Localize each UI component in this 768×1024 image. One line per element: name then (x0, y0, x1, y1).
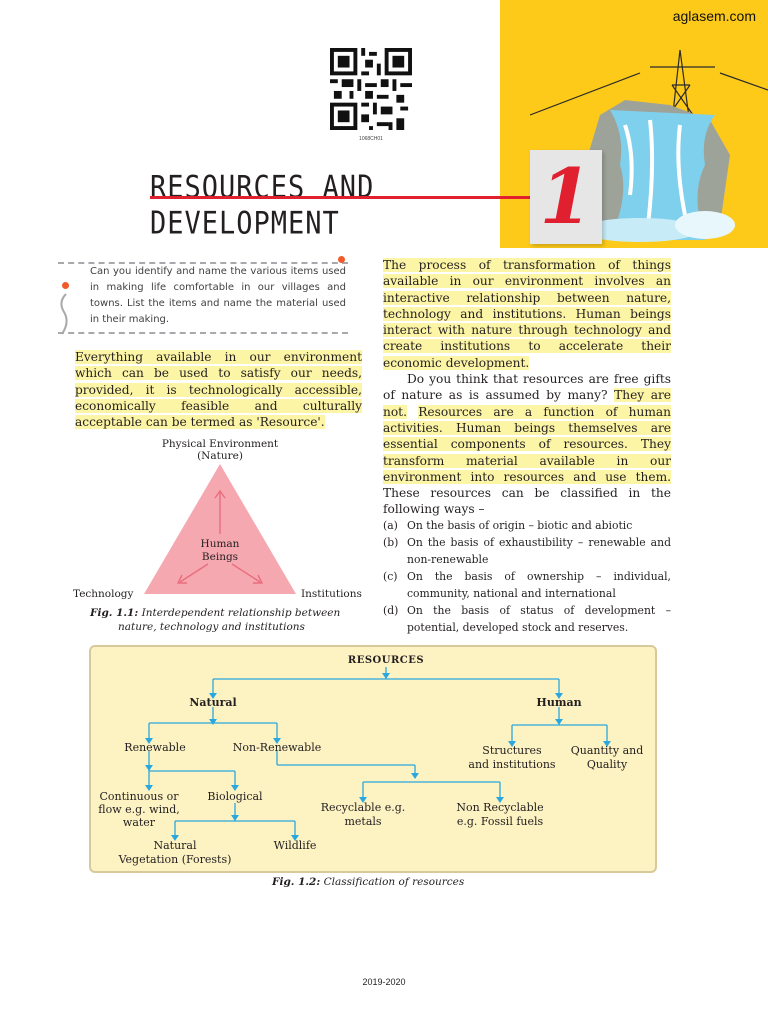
tree-arrowheads (145, 673, 611, 841)
node-wildlife: Wildlife (274, 839, 317, 852)
activity-box (58, 262, 348, 334)
free-gifts-question: Do you think that resources are free gif… (383, 372, 671, 403)
figure-1-caption-line2: nature, technology and institutions (118, 621, 305, 633)
transformation-paragraph: The process of transformation of things … (383, 257, 671, 371)
list-marker: (c) (383, 570, 398, 583)
list-item: (c) On the basis of ownership – individua… (383, 568, 671, 602)
waterfall-pylon-illustration (530, 49, 768, 242)
transformation-text: The process of transformation of things … (383, 258, 671, 370)
node-quality: Quality (587, 758, 628, 771)
list-marker: (a) (383, 519, 398, 532)
list-item-text: On the basis of ownership – individual, … (407, 570, 671, 600)
list-item: (b) On the basis of exhaustibility – rene… (383, 534, 671, 568)
qr-code-text: 1068CH01 (359, 136, 383, 142)
figure-1-number: Fig. 1.1: (90, 607, 139, 619)
figure-2-caption: Fig. 1.2: Classification of resources (272, 875, 572, 889)
node-continuous-line3: water (123, 816, 156, 829)
node-biological: Biological (207, 790, 263, 803)
node-structures-line2: and institutions (468, 758, 556, 771)
node-natural: Natural (189, 696, 236, 709)
node-natural-vegetation: Natural (153, 839, 197, 852)
label-human: Human (201, 538, 240, 550)
resource-definition: Everything available in our environment … (75, 349, 362, 430)
label-beings: Beings (202, 551, 238, 563)
node-recyclable: Recyclable e.g. (321, 801, 406, 814)
activity-dot-top (338, 256, 345, 263)
node-human: Human (536, 696, 581, 709)
figure-2-caption-text: Classification of resources (323, 876, 465, 888)
classification-chart-box (89, 645, 657, 873)
list-marker: (b) (383, 536, 399, 549)
node-continuous-line2: flow e.g. wind, (98, 803, 179, 816)
figure-1-caption: Fig. 1.1: Interdependent relationship be… (90, 606, 360, 634)
node-continuous: Continuous or (100, 790, 180, 803)
activity-bracket-icon (60, 293, 68, 335)
page-footer-year: 2019-2020 (362, 977, 406, 987)
figure-2-number: Fig. 1.2: (272, 876, 321, 888)
list-item-text: On the basis of origin – biotic and abio… (407, 519, 633, 532)
classification-tree-diagram: RESOURCES Natural Human Renewable Non-Re… (98, 655, 644, 866)
site-watermark: aglasem.com (672, 8, 756, 24)
resource-definition-text: Everything available in our environment … (75, 350, 362, 430)
classification-basis-list: (a) On the basis of origin – biotic and a… (383, 517, 671, 636)
chapter-number-card (530, 150, 602, 244)
interdependence-triangle-figure: Physical Environment (Nature) Human Bein… (73, 438, 362, 600)
activity-question: Can you identify and name the various it… (90, 266, 346, 325)
activity-dot-side (62, 282, 69, 289)
free-gifts-paragraph: Do you think that resources are free gif… (383, 371, 672, 518)
list-marker: (d) (383, 604, 399, 617)
label-technology: Technology (73, 588, 134, 600)
figure-1-caption-line1: Interdependent relationship between (141, 607, 341, 619)
node-natural-vegetation-line2: Vegetation (Forests) (118, 853, 232, 866)
list-item-text: On the basis of status of development – … (407, 604, 671, 634)
node-non-renewable: Non-Renewable (233, 741, 321, 754)
label-institutions: Institutions (301, 588, 362, 600)
node-renewable: Renewable (124, 741, 185, 754)
right-column-text: The process of transformation of things … (383, 257, 672, 518)
node-quantity: Quantity and (571, 744, 644, 757)
title-underline (150, 196, 530, 199)
chapter-number: 1 (539, 152, 593, 241)
label-physical-environment: Physical Environment (162, 438, 279, 450)
list-item: (a) On the basis of origin – biotic and a… (383, 517, 671, 534)
list-item: (d) On the basis of status of development… (383, 602, 671, 636)
node-recyclable-line2: metals (344, 815, 381, 828)
node-non-recyclable-line2: e.g. Fossil fuels (457, 815, 544, 828)
list-item-text: On the basis of exhaustibility – renewab… (407, 536, 671, 566)
chapter-title: RESOURCES AND DEVELOPMENT (150, 170, 375, 242)
label-nature: (Nature) (197, 450, 243, 462)
node-non-recyclable: Non Recyclable (456, 801, 543, 814)
node-resources: RESOURCES (348, 655, 424, 666)
qr-code[interactable] (330, 48, 412, 130)
classification-intro: These resources can be classified in the… (383, 486, 671, 517)
resources-function-text: Resources are a function of human activi… (383, 404, 671, 484)
node-structures: Structures (482, 744, 542, 757)
